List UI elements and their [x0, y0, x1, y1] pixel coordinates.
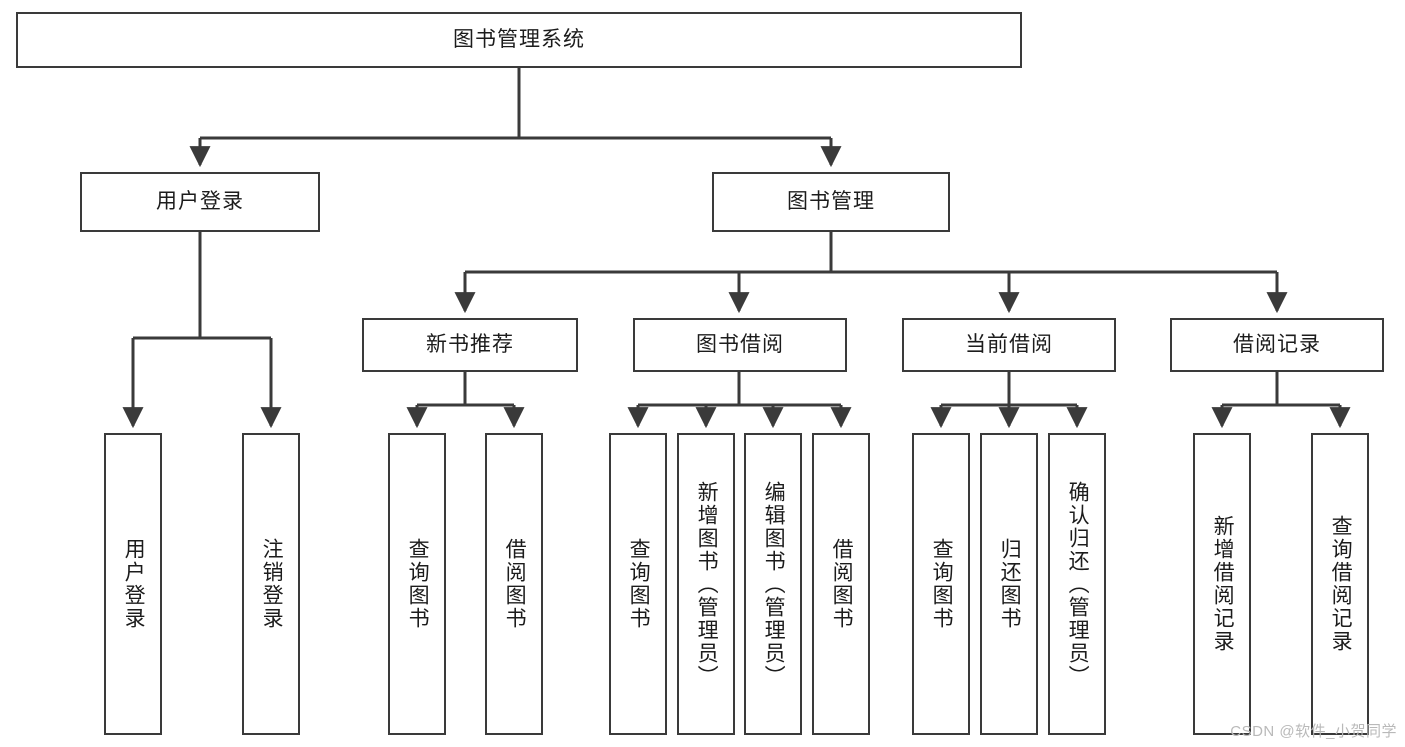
leaf-borrow-record-add-record[interactable]: 新增借阅记录 [1193, 433, 1251, 735]
leaf-current-borrow-confirm-return-admin[interactable]: 确认归还（管理员） [1048, 433, 1106, 735]
leaf-user-login-logout[interactable]: 注销登录 [242, 433, 300, 735]
leaf-current-borrow-query-book[interactable]: 查询图书 [912, 433, 970, 735]
node-label: 注销登录 [260, 538, 284, 630]
node-label: 用户登录 [122, 538, 146, 630]
leaf-current-borrow-return-book[interactable]: 归还图书 [980, 433, 1038, 735]
node-user-login[interactable]: 用户登录 [80, 172, 320, 232]
node-label: 归还图书 [998, 538, 1022, 630]
leaf-new-book-borrow-book[interactable]: 借阅图书 [485, 433, 543, 735]
node-label: 新增图书（管理员） [695, 480, 719, 688]
node-label: 查询借阅记录 [1329, 515, 1353, 653]
node-book-management[interactable]: 图书管理 [712, 172, 950, 232]
leaf-book-borrow-borrow-book[interactable]: 借阅图书 [812, 433, 870, 735]
leaf-new-book-query-book[interactable]: 查询图书 [388, 433, 446, 735]
node-label: 图书借阅 [696, 333, 784, 357]
node-label: 查询图书 [627, 538, 651, 630]
node-label: 确认归还（管理员） [1066, 480, 1090, 688]
csdn-watermark: CSDN @软件_小贺同学 [1230, 723, 1397, 740]
node-label: 图书管理 [787, 190, 875, 214]
node-label: 查询图书 [930, 538, 954, 630]
node-current-borrow[interactable]: 当前借阅 [902, 318, 1116, 372]
node-label: 图书管理系统 [453, 28, 585, 52]
node-label: 编辑图书（管理员） [762, 480, 786, 688]
node-borrow-record[interactable]: 借阅记录 [1170, 318, 1384, 372]
node-root-book-management-system[interactable]: 图书管理系统 [16, 12, 1022, 68]
node-label: 查询图书 [406, 538, 430, 630]
leaf-borrow-record-query-record[interactable]: 查询借阅记录 [1311, 433, 1369, 735]
node-new-book-recommend[interactable]: 新书推荐 [362, 318, 578, 372]
node-label: 借阅图书 [503, 538, 527, 630]
leaf-user-login-login[interactable]: 用户登录 [104, 433, 162, 735]
node-label: 借阅记录 [1233, 333, 1321, 357]
leaf-book-borrow-add-book-admin[interactable]: 新增图书（管理员） [677, 433, 735, 735]
node-label: 新增借阅记录 [1211, 515, 1235, 653]
leaf-book-borrow-edit-book-admin[interactable]: 编辑图书（管理员） [744, 433, 802, 735]
node-label: 新书推荐 [426, 333, 514, 357]
leaf-book-borrow-query-book[interactable]: 查询图书 [609, 433, 667, 735]
node-book-borrow[interactable]: 图书借阅 [633, 318, 847, 372]
node-label: 用户登录 [156, 190, 244, 214]
node-label: 借阅图书 [830, 538, 854, 630]
node-label: 当前借阅 [965, 333, 1053, 357]
